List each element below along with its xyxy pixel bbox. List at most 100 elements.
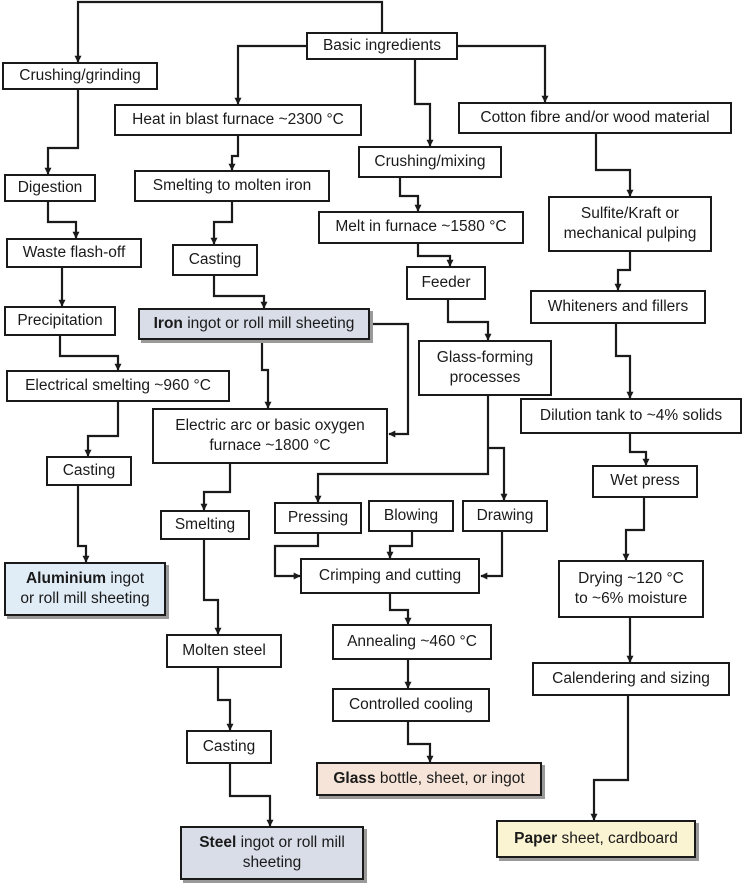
crushing-mixing-box: Crushing/mixing	[358, 146, 502, 178]
arrow-crushing-to-digestion	[44, 90, 80, 175]
arrow-crushing-mixing-to-melt	[398, 178, 422, 212]
cotton-fibre-label: Cotton fibre and/or wood material	[480, 108, 710, 126]
paper-product-line: Paper sheet, cardboard	[514, 829, 678, 849]
waste-flash-off-box: Waste flash-off	[6, 238, 142, 268]
arrow-arc-to-smelting	[200, 464, 232, 511]
precipitation-box: Precipitation	[4, 306, 116, 336]
arrow-iron-to-arc-right	[370, 322, 410, 438]
arrow-cotton-to-pulping	[594, 134, 634, 197]
dilution-tank-box: Dilution tank to ~4% solids	[520, 398, 742, 434]
molten-steel-label: Molten steel	[182, 641, 266, 659]
electric-arc-box: Electric arc or basic oxygen furnace ~18…	[152, 408, 388, 464]
paper-product-bold: Paper	[514, 829, 558, 847]
blast-furnace-label: Heat in blast furnace ~2300 °C	[132, 110, 344, 128]
melt-furnace-box: Melt in furnace ~1580 °C	[318, 211, 524, 244]
pressing-box: Pressing	[274, 502, 362, 534]
iron-product-rest: ingot or roll mill sheeting	[182, 314, 355, 332]
crimping-cutting-box: Crimping and cutting	[300, 558, 480, 594]
steel-casting-label: Casting	[202, 737, 256, 755]
dilution-tank-label: Dilution tank to ~4% solids	[539, 406, 723, 424]
electrical-smelting-label: Electrical smelting ~960 °C	[25, 376, 211, 394]
arrow-drawing-to-crimping	[480, 532, 504, 580]
steel-product-bold: Steel	[199, 833, 237, 851]
digestion-box: Digestion	[4, 174, 96, 202]
arrow-dilution-to-wetpress	[628, 434, 650, 466]
glass-forming-line2: processes	[449, 369, 521, 386]
controlled-cooling-box: Controlled cooling	[332, 688, 490, 722]
iron-product-line: Iron ingot or roll mill sheeting	[154, 314, 355, 334]
annealing-box: Annealing ~460 °C	[332, 624, 492, 660]
aluminium-casting-box: Casting	[46, 456, 132, 486]
glass-product-box: Glass bottle, sheet, or ingot	[316, 762, 542, 796]
molten-steel-box: Molten steel	[166, 634, 282, 668]
arrow-smelting-to-molten	[202, 540, 222, 635]
aluminium-casting-label: Casting	[62, 461, 116, 479]
calendering-sizing-label: Calendering and sizing	[552, 669, 710, 687]
aluminium-product-rest1: ingot	[106, 569, 144, 587]
annealing-label: Annealing ~460 °C	[347, 632, 477, 650]
pressing-label: Pressing	[287, 508, 349, 526]
steel-smelting-box: Smelting	[160, 510, 250, 540]
arrow-wetpress-to-drying	[622, 498, 646, 561]
steel-product-rest2: sheeting	[242, 854, 302, 871]
drawing-label: Drawing	[476, 506, 534, 524]
waste-flash-off-label: Waste flash-off	[22, 243, 126, 261]
wet-press-box: Wet press	[592, 465, 698, 498]
digestion-label: Digestion	[17, 178, 83, 196]
blowing-box: Blowing	[368, 500, 454, 532]
arrow-crimping-to-annealing	[388, 594, 412, 625]
aluminium-product-box: Aluminium ingot or roll mill sheeting	[4, 562, 166, 616]
drying-line2: to ~6% moisture	[574, 590, 688, 607]
arrow-pressing-to-crimping	[273, 534, 320, 580]
arrow-basic-to-blast	[234, 44, 306, 105]
drawing-box: Drawing	[462, 500, 548, 532]
arrow-molten-to-casting	[216, 668, 234, 731]
crimping-cutting-label: Crimping and cutting	[318, 566, 462, 584]
arrow-precipitation-to-smelting	[58, 336, 122, 371]
steel-product-box: Steel ingot or roll mill sheeting	[180, 826, 364, 880]
electrical-smelting-box: Electrical smelting ~960 °C	[6, 370, 230, 402]
pulping-box: Sulfite/Kraft or mechanical pulping	[548, 196, 712, 252]
calendering-sizing-box: Calendering and sizing	[532, 662, 730, 696]
arrow-smelt-to-casting	[210, 202, 234, 245]
crushing-grinding-label: Crushing/grinding	[19, 66, 141, 84]
precipitation-label: Precipitation	[17, 311, 103, 329]
feeder-box: Feeder	[406, 266, 486, 300]
crushing-mixing-label: Crushing/mixing	[374, 152, 486, 170]
crushing-grinding-box: Crushing/grinding	[2, 62, 158, 90]
pulping-line1: Sulfite/Kraft or	[580, 204, 680, 222]
blowing-label: Blowing	[383, 506, 439, 524]
arrow-smelting-to-casting	[84, 402, 120, 457]
arrow-blowing-to-crimping	[386, 532, 414, 559]
glass-forming-line1: Glass-forming	[436, 348, 534, 366]
arrow-casting-to-iron	[212, 276, 268, 309]
glass-product-rest: bottle, sheet, or ingot	[375, 769, 525, 787]
paper-product-rest: sheet, cardboard	[557, 829, 678, 847]
iron-casting-label: Casting	[188, 250, 242, 268]
feeder-label: Feeder	[421, 273, 471, 291]
pulping-line2: mechanical pulping	[563, 225, 697, 242]
aluminium-product-line1: Aluminium ingot	[26, 569, 144, 589]
basic-ingredients-label: Basic ingredients	[322, 36, 442, 54]
arrow-feeder-to-forming	[446, 300, 492, 341]
arrow-forming-to-pressing	[314, 396, 490, 503]
steel-product-line1: Steel ingot or roll mill	[199, 833, 345, 853]
melt-furnace-label: Melt in furnace ~1580 °C	[335, 218, 507, 236]
steel-smelting-label: Smelting	[174, 515, 236, 533]
whiteners-fillers-box: Whiteners and fillers	[530, 290, 706, 324]
arrow-melt-to-feeder	[416, 244, 454, 267]
basic-ingredients-box: Basic ingredients	[306, 32, 458, 60]
arrow-basic-to-cotton	[458, 44, 549, 103]
wet-press-label: Wet press	[610, 472, 680, 490]
arrow-whiteners-to-dilution	[614, 324, 634, 399]
aluminium-product-bold: Aluminium	[25, 569, 107, 587]
arrow-blast-to-smelt	[228, 136, 240, 171]
blast-furnace-box: Heat in blast furnace ~2300 °C	[114, 104, 362, 136]
controlled-cooling-label: Controlled cooling	[348, 695, 474, 713]
arrow-digestion-to-waste	[46, 202, 80, 239]
smelting-molten-iron-box: Smelting to molten iron	[134, 170, 330, 202]
iron-product-bold: Iron	[153, 314, 183, 332]
drying-line1: Drying ~120 °C	[578, 569, 684, 587]
glass-product-bold: Glass	[333, 769, 376, 787]
